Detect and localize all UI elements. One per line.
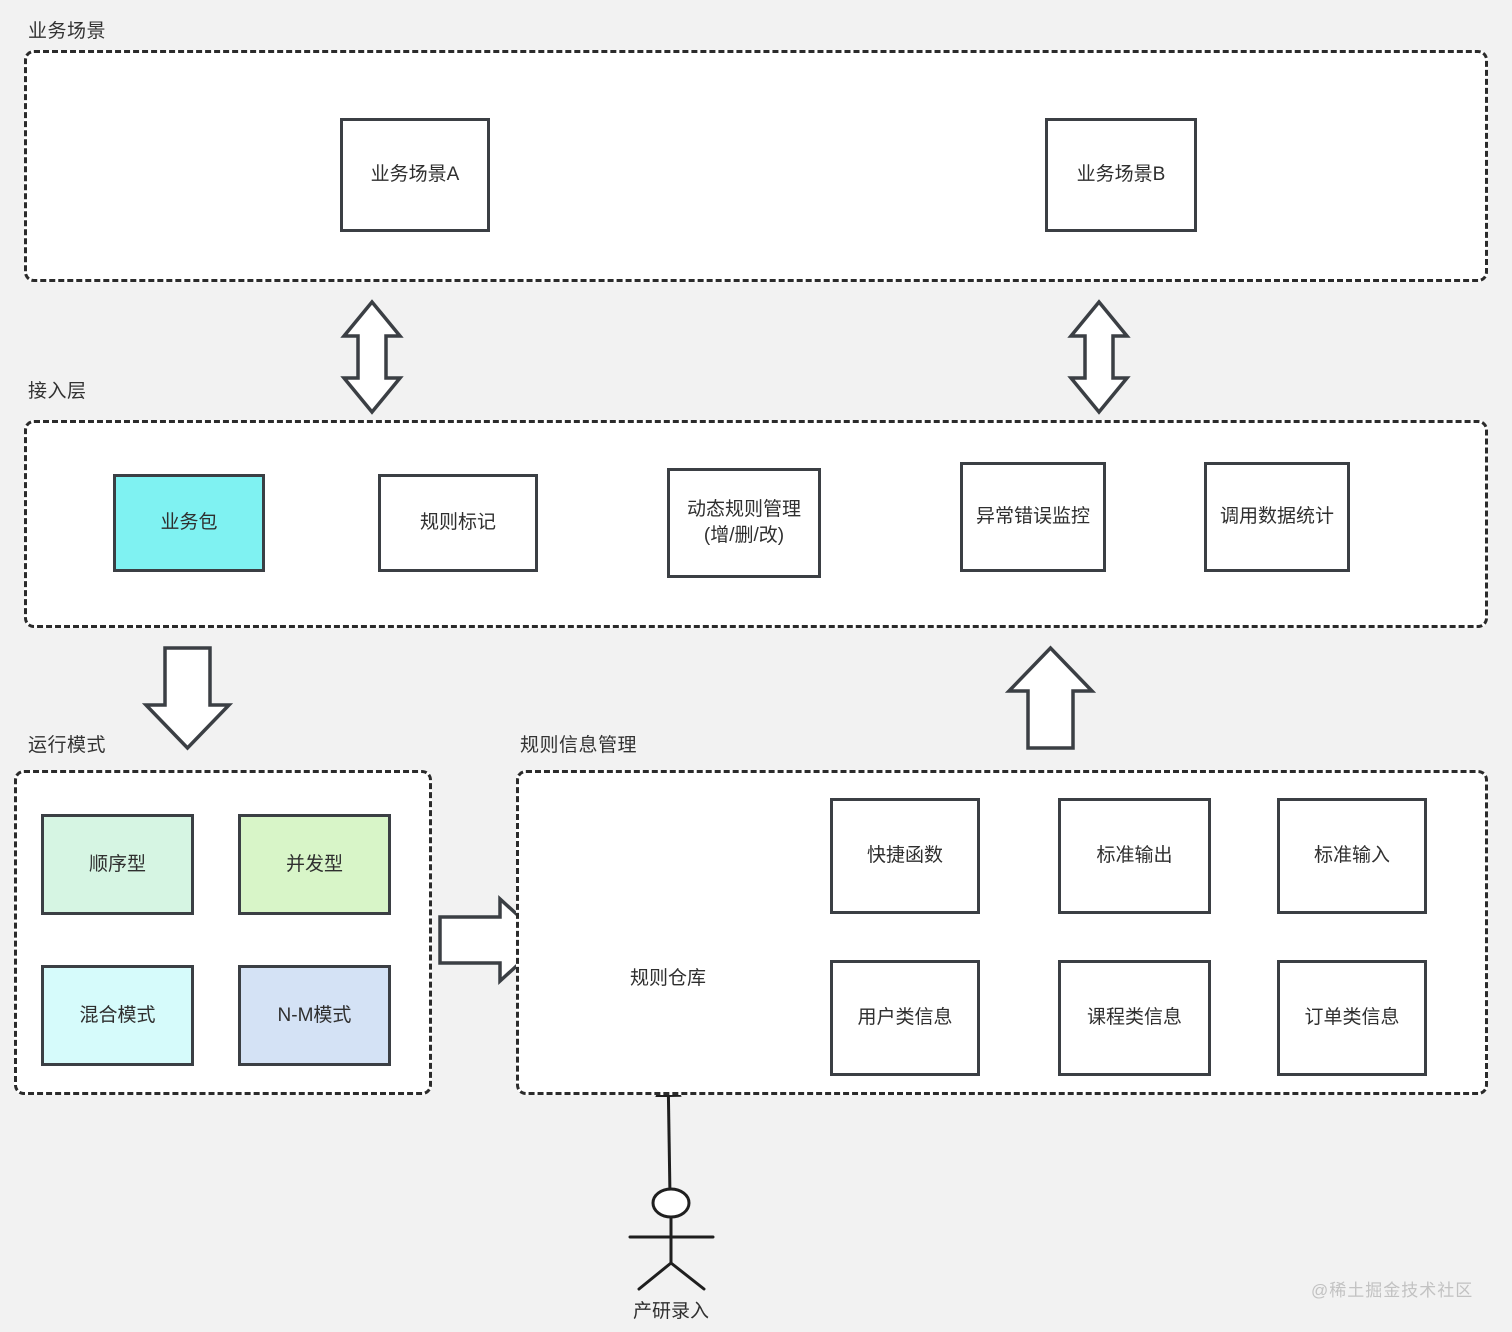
node-mode-concurrent[interactable]: 并发型 bbox=[238, 814, 391, 915]
node-order-info[interactable]: 订单类信息 bbox=[1277, 960, 1427, 1076]
node-call-statistics[interactable]: 调用数据统计 bbox=[1204, 462, 1350, 572]
watermark: @稀土掘金技术社区 bbox=[1311, 1281, 1474, 1300]
node-standard-input[interactable]: 标准输入 bbox=[1277, 798, 1427, 914]
rule-repository-label: 规则仓库 bbox=[629, 968, 706, 989]
actor-figure bbox=[628, 1187, 715, 1291]
node-mode-n-m[interactable]: N-M模式 bbox=[238, 965, 391, 1066]
connector-scene-b-bidirectional bbox=[1067, 299, 1131, 415]
section-label-rule-info-management: 规则信息管理 bbox=[520, 735, 638, 756]
node-mode-hybrid[interactable]: 混合模式 bbox=[41, 965, 194, 1066]
connector-repo-to-access bbox=[1004, 645, 1097, 750]
group-business-scene bbox=[24, 50, 1488, 282]
node-mode-sequential[interactable]: 顺序型 bbox=[41, 814, 194, 915]
node-business-package[interactable]: 业务包 bbox=[113, 474, 265, 572]
connector-access-to-runtime bbox=[141, 646, 234, 751]
node-business-scene-a[interactable]: 业务场景A bbox=[340, 118, 490, 232]
section-label-access-layer: 接入层 bbox=[28, 381, 87, 402]
node-business-scene-b[interactable]: 业务场景B bbox=[1045, 118, 1197, 232]
node-exception-monitoring[interactable]: 异常错误监控 bbox=[960, 462, 1106, 572]
section-label-business-scene: 业务场景 bbox=[28, 21, 107, 42]
node-standard-output[interactable]: 标准输出 bbox=[1058, 798, 1211, 914]
node-quick-function[interactable]: 快捷函数 bbox=[830, 798, 980, 914]
node-dynamic-rule-management[interactable]: 动态规则管理 (增/删/改) bbox=[667, 468, 821, 578]
node-course-info[interactable]: 课程类信息 bbox=[1058, 960, 1211, 1076]
node-rule-mark[interactable]: 规则标记 bbox=[378, 474, 538, 572]
node-user-info[interactable]: 用户类信息 bbox=[830, 960, 980, 1076]
section-label-runtime-mode: 运行模式 bbox=[28, 735, 107, 756]
connector-scene-a-bidirectional bbox=[340, 299, 404, 415]
actor-label: 产研录入 bbox=[632, 1301, 709, 1322]
